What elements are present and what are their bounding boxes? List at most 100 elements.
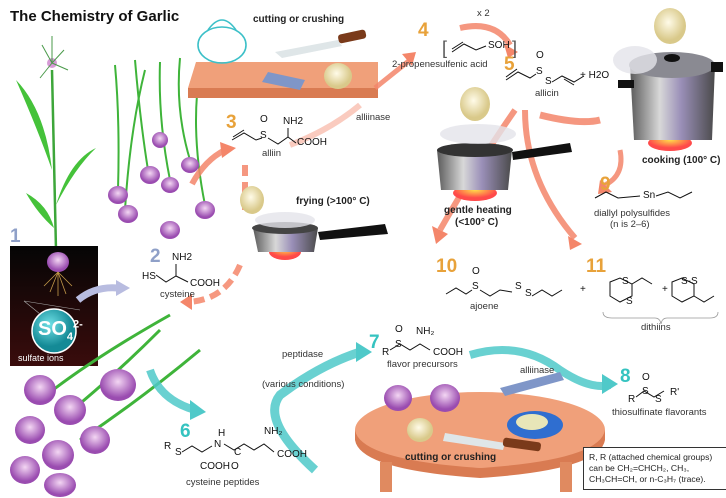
step-9-number: 9 (600, 174, 611, 195)
cutting-bottom-label: cutting or crushing (405, 452, 497, 463)
cysteine-peptides-label: cysteine peptides (186, 477, 260, 488)
footnote-line-2: can be CH₂=CHCH₂, CH₃, (589, 463, 690, 473)
precursor-nh2: NH₂ (416, 326, 435, 337)
step-4-number: 4 (418, 20, 429, 41)
table-illustration (355, 372, 605, 492)
precursor-cooh: COOH (433, 347, 463, 358)
plus-sign-2: + (662, 284, 668, 295)
alliinase-top-label: alliinase (356, 112, 391, 123)
ajoene-oxygen: O (472, 266, 480, 277)
ajoene-label: ajoene (470, 301, 499, 312)
alliinase-bottom-label: alliinase (520, 365, 555, 376)
alliin-label: alliin (262, 148, 282, 159)
allicin-label: allicin (535, 88, 559, 99)
various-conditions-label: (various conditions) (262, 379, 345, 390)
frying-pan-illustration (240, 186, 388, 260)
propenesulfenic-acid-label: 2-propenesulfenic acid (392, 59, 488, 70)
peptidase-label: peptidase (282, 349, 324, 360)
thiosulfinate-sulfur-2: S (655, 394, 662, 405)
peptide-r: R (164, 441, 172, 452)
sulfate-formula: SO42- (38, 318, 83, 343)
stock-pot-illustration (613, 8, 723, 151)
polysulfide-sn: Sn (643, 190, 656, 201)
bracket-left: [ (442, 38, 448, 58)
step-10-number: 10 (436, 256, 458, 277)
multiplier-label: x 2 (477, 8, 490, 19)
sulfate-ions-label: sulfate ions (18, 353, 64, 363)
peptide-cooh-right: COOH (277, 449, 307, 460)
cutting-board-illustration (188, 19, 378, 98)
polysulfides-note: (n is 2–6) (610, 219, 650, 230)
arrow-sulfate-to-cysteine (75, 284, 119, 303)
frying-label: frying (>100° C) (296, 196, 370, 207)
sulfate-subscript: 4 (66, 331, 74, 343)
alliin-sulfur: S (260, 130, 267, 141)
cooking-label: cooking (100° C) (642, 155, 721, 166)
step-6-number: 6 (180, 421, 191, 442)
allicin-sulfur-1: S (536, 66, 543, 77)
peptide-nh: H (218, 428, 226, 439)
peptide-s: S (175, 447, 182, 458)
gentle-heating-temp: (<100° C) (455, 217, 499, 228)
peptide-c: C (234, 447, 242, 458)
step-11-number: 11 (586, 256, 607, 277)
step-5-number: 5 (504, 54, 515, 75)
dithiin-2-sulfurs: S-S (681, 276, 698, 287)
step-8-number: 8 (620, 366, 631, 387)
diallyl-polysulfides-label: diallyl polysulfides (594, 208, 671, 219)
ajoene-sulfur-2: S (515, 281, 522, 292)
ajoene-sulfur-1: S (472, 281, 479, 292)
footnote-line-1: R, R (attached chemical groups) (589, 452, 713, 462)
flavor-precursors-label: flavor precursors (387, 359, 458, 370)
saucepan-illustration (437, 87, 572, 201)
cysteine-cooh: COOH (190, 278, 220, 289)
teal-arrows (146, 346, 611, 474)
gentle-heating-label: gentle heating (444, 205, 512, 216)
allicin-oxygen: O (536, 50, 544, 61)
soh-group: SOH (488, 40, 510, 51)
thiosulfinate-oxygen: O (642, 372, 650, 383)
precursor-sulfur: S (395, 339, 402, 350)
peptide-cooh-bottom: COOH (200, 461, 230, 472)
step-3-number: 3 (226, 112, 237, 133)
step-2-number: 2 (150, 246, 161, 267)
thiosulfinate-label: thiosulfinate flavorants (612, 407, 707, 418)
cutting-top-label: cutting or crushing (253, 14, 345, 25)
alliin-oxygen: O (260, 114, 268, 125)
sulfate-charge: 2- (73, 318, 83, 331)
diagram-title: The Chemistry of Garlic (10, 8, 180, 25)
sulfate-ion-symbol: SO (38, 318, 67, 340)
thiosulfinate-r: R (628, 394, 636, 405)
sulfate-panel (10, 246, 98, 366)
step-7-number: 7 (369, 332, 380, 353)
allicin-sulfur-2: S (545, 76, 552, 87)
allicin-water: + H2O (580, 70, 610, 81)
ajoene-sulfur-3: S (525, 288, 532, 299)
alliin-nh2: NH2 (283, 116, 304, 127)
footnote-box: R, R (attached chemical groups) can be C… (583, 447, 726, 490)
precursor-r: R (382, 347, 390, 358)
dithiin-1-sulfur-a: S (622, 276, 629, 287)
dithiins-brace (602, 311, 719, 325)
precursor-oxygen: O (395, 324, 403, 335)
cysteine-nh2: NH2 (172, 252, 193, 263)
thiosulfinate-r-prime: R' (670, 387, 680, 398)
plus-sign-1: + (580, 284, 586, 295)
garlic-plant-illustration (16, 36, 96, 251)
alliin-cooh: COOH (297, 137, 327, 148)
step-1-number: 1 (10, 226, 21, 247)
dithiins-label: dithiins (641, 322, 671, 333)
peptide-n: N (214, 439, 222, 450)
peptide-nh2: NH₂ (264, 426, 283, 437)
arrow-heads (180, 44, 612, 310)
garlic-bulbs-bottom-illustration (10, 313, 201, 497)
cysteine-hs: HS (142, 271, 156, 282)
dithiin-1-sulfur-b: S (626, 296, 633, 307)
peptide-o: O (231, 461, 239, 472)
bracket-right: ] (512, 38, 518, 58)
thiosulfinate-sulfur-1: S (642, 386, 649, 397)
cysteine-label: cysteine (160, 289, 195, 300)
footnote-line-3: CH₃CH=CH, or n-C₃H₇ (trace). (589, 474, 706, 484)
